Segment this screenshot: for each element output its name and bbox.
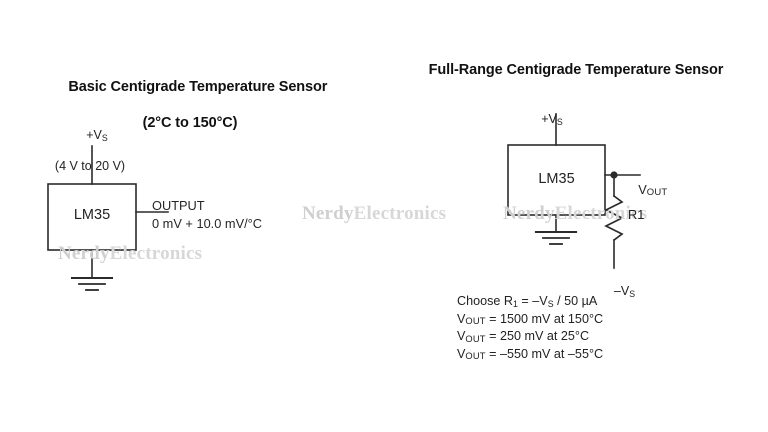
left-supply-symbol: +V	[86, 127, 102, 142]
watermark: NerdyElectronics	[503, 203, 647, 225]
eq2-part-a: V	[457, 311, 466, 326]
left-circuit-title: Basic Centigrade Temperature Sensor (2°C…	[0, 60, 380, 169]
left-supply-label: +VS (4 V to 20 V)	[30, 112, 150, 206]
output-label: OUTPUT	[152, 198, 205, 213]
left-supply-range: (4 V to 20 V)	[54, 158, 126, 173]
neg-supply-symbol: –V	[613, 283, 630, 298]
eq1-sub-2: S	[547, 299, 554, 310]
output-formula: 0 mV + 10.0 mV/°C	[152, 216, 263, 231]
equation-line-2: VOUT = 1500 mV at 150°C	[457, 312, 603, 326]
left-title-line-1: Basic Centigrade Temperature Sensor	[68, 79, 328, 96]
watermark-light: Electronics	[353, 203, 447, 224]
equation-line-3: VOUT = 250 mV at 25°C	[457, 329, 603, 343]
vout-subscript: OUT	[646, 187, 668, 199]
eq3-sub: OUT	[465, 333, 486, 344]
resistor-label: R1	[628, 207, 645, 222]
negative-supply-label: –VS	[600, 268, 635, 315]
eq1-sub-1: 1	[513, 299, 518, 310]
eq2-part-b: = 1500 mV at 150°C	[485, 311, 604, 326]
left-title-line-2: (2°C to 150°C)	[142, 115, 238, 132]
watermark-bold: Nerdy	[503, 203, 555, 224]
eq3-part-a: V	[457, 329, 466, 344]
junction-dot-icon	[610, 171, 618, 179]
eq3-part-b: = 250 mV at 25°C	[485, 329, 590, 344]
vout-symbol: V	[638, 181, 647, 197]
eq2-sub: OUT	[465, 316, 486, 327]
right-supply-subscript: S	[556, 117, 563, 128]
equation-line-1: Choose R1 = –VS / 50 µA	[457, 294, 603, 310]
resistor-zigzag-icon	[604, 194, 624, 242]
neg-supply-subscript: S	[629, 289, 636, 300]
equation-line-4: VOUT = –550 mV at –55°C	[457, 347, 603, 361]
watermark-bold: Nerdy	[58, 243, 110, 264]
eq1-part-b: = –V	[517, 294, 548, 308]
eq4-sub: OUT	[465, 351, 486, 362]
left-ic-label: LM35	[73, 207, 111, 223]
left-supply-subscript: S	[101, 133, 108, 144]
watermark: NerdyElectronics	[302, 203, 446, 225]
right-circuit-title: Full-Range Centigrade Temperature Sensor	[428, 62, 724, 78]
watermark-light: Electronics	[109, 243, 203, 264]
right-supply-label: +VS	[495, 96, 595, 143]
watermark-bold: Nerdy	[302, 203, 354, 224]
equation-block: Choose R1 = –VS / 50 µA VOUT = 1500 mV a…	[457, 294, 603, 364]
eq1-part-c: / 50 µA	[553, 294, 598, 308]
vout-label: VOUT	[624, 166, 667, 214]
eq4-part-b: = –550 mV at –55°C	[485, 346, 604, 361]
eq4-part-a: V	[457, 346, 466, 361]
right-supply-symbol: +V	[541, 111, 557, 126]
watermark-light: Electronics	[554, 203, 648, 224]
eq1-part-a: Choose R	[457, 294, 514, 308]
right-ic-label: LM35	[538, 171, 575, 187]
watermark: NerdyElectronics	[58, 243, 202, 265]
